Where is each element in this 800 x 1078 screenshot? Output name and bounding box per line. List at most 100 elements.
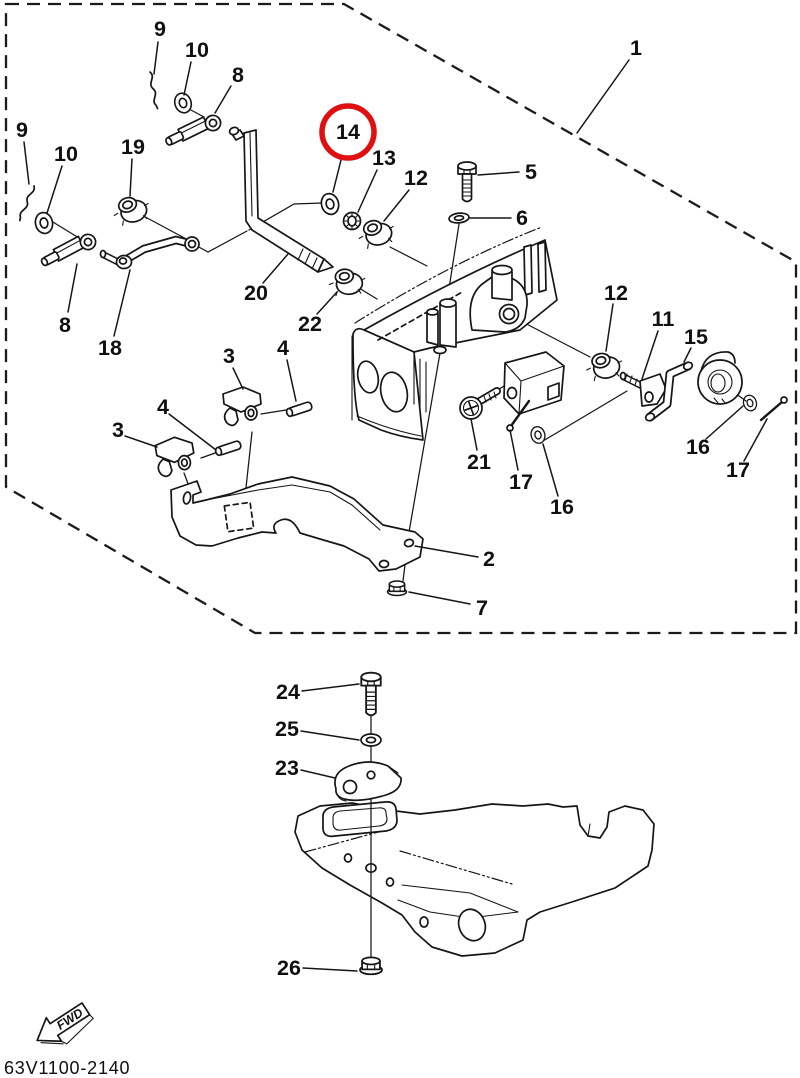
part-10-washer-left-drawing <box>32 210 56 236</box>
callout-leader-10 <box>46 165 63 214</box>
callout-leader-3 <box>124 435 158 448</box>
callout-label-24: 24 <box>276 680 300 704</box>
callout-leader-24 <box>301 683 360 692</box>
part-5-bolt-drawing <box>457 161 477 203</box>
upper-assembly <box>14 70 788 597</box>
part-18-lever-drawing <box>99 235 200 270</box>
callout-label-18: 18 <box>98 336 122 360</box>
part-23-clamp-drawing <box>334 761 402 802</box>
callout-leader-7 <box>408 591 471 605</box>
part-3-clamp-left-drawing <box>153 435 197 478</box>
part-9-cotter-left-drawing <box>14 185 40 222</box>
part-9-cotter-top-drawing <box>149 70 159 110</box>
callout-leader-12 <box>605 303 614 352</box>
part-13-starwasher-drawing <box>342 211 362 231</box>
callout-label-9: 9 <box>16 118 28 142</box>
part-8-link-left-drawing <box>38 230 97 271</box>
callout-label-4: 4 <box>277 336 289 360</box>
callout-label-17: 17 <box>509 470 533 494</box>
callout-leader-13 <box>357 169 378 213</box>
part-19-grommet-drawing <box>109 191 154 229</box>
callout-label-12: 12 <box>604 281 628 305</box>
callout-label-3: 3 <box>112 418 124 442</box>
callout-leader-4 <box>168 413 217 451</box>
callout-leader-18 <box>113 269 131 337</box>
callout-label-26: 26 <box>277 956 301 980</box>
callout-leader-12 <box>383 189 410 222</box>
callout-label-25: 25 <box>275 717 299 741</box>
part-4-pin-left-drawing <box>213 439 243 458</box>
highlight-ring-part-14 <box>319 103 377 161</box>
part-24-bolt-drawing <box>360 671 382 717</box>
cowling-body-drawing <box>351 226 558 441</box>
callout-leader-9 <box>153 41 159 75</box>
part-25-washer-drawing <box>360 733 382 747</box>
callout-label-20: 20 <box>244 281 268 305</box>
callout-leader-16 <box>705 405 744 440</box>
part-number-caption: 63V1100-2140 <box>4 1058 130 1078</box>
part-10-washer-top-drawing <box>171 90 195 116</box>
callout-label-1: 1 <box>630 36 642 60</box>
callout-leader-14 <box>332 155 343 193</box>
callout-label-4: 4 <box>157 395 169 419</box>
callout-leader-20 <box>262 253 289 284</box>
throttle-block-drawing <box>503 351 565 415</box>
callout-label-9: 9 <box>154 17 166 41</box>
part-20-lever-drawing <box>228 126 334 273</box>
callout-label-2: 2 <box>483 547 495 571</box>
part-7-nut-drawing <box>386 580 408 597</box>
callout-label-16: 16 <box>550 495 574 519</box>
callout-leader-8 <box>67 263 78 313</box>
part-6-washer-drawing <box>448 212 470 224</box>
callout-leader-17 <box>743 418 768 462</box>
part-2-bracket-drawing <box>170 476 424 572</box>
lower-assembly <box>294 671 655 976</box>
callout-leader-26 <box>302 967 358 972</box>
part-8-link-top-drawing <box>163 109 223 153</box>
mount-bracket-drawing <box>294 801 655 957</box>
part-1-boundary <box>4 2 798 635</box>
part-21-bolt-drawing <box>459 387 501 420</box>
part-4-pin-upper-drawing <box>284 400 314 419</box>
part-12-grommet-right-drawing <box>580 345 628 387</box>
callout-label-10: 10 <box>54 142 78 166</box>
callout-leader-23 <box>300 769 336 779</box>
callout-label-21: 21 <box>467 450 491 474</box>
callout-leader-16 <box>542 443 559 497</box>
callout-leader-21 <box>470 418 478 451</box>
callout-leader-11 <box>641 330 659 380</box>
callout-label-15: 15 <box>684 325 708 349</box>
callout-label-13: 13 <box>372 146 396 170</box>
part-17-pin-right-drawing <box>759 396 788 422</box>
callout-leader-17 <box>509 429 519 471</box>
callout-leader-19 <box>129 158 133 197</box>
part-12-grommet-left-drawing <box>354 214 399 252</box>
part-3-clamp-upper-drawing <box>222 386 262 427</box>
part-26-nut-drawing <box>359 956 383 976</box>
part-14-washer-drawing <box>318 190 342 218</box>
callout-label-10: 10 <box>185 38 209 62</box>
callout-label-7: 7 <box>476 596 488 620</box>
part-16-washer-left-drawing <box>528 424 548 446</box>
callout-label-12: 12 <box>404 166 428 190</box>
part-15-link-drawing <box>644 361 694 422</box>
callout-label-22: 22 <box>298 312 322 336</box>
callout-label-19: 19 <box>121 135 145 159</box>
callout-label-11: 11 <box>652 307 675 331</box>
control-unit-drawing <box>697 351 747 405</box>
callout-leader-2 <box>414 545 479 558</box>
callout-label-23: 23 <box>275 756 299 780</box>
callout-label-3: 3 <box>223 344 235 368</box>
callout-leader-9 <box>23 141 30 185</box>
callout-label-8: 8 <box>59 313 71 337</box>
part-11-lever-drawing <box>619 371 667 407</box>
callout-leader-1 <box>576 59 630 134</box>
callout-leader-15 <box>683 347 692 363</box>
fwd-arrow: FWD <box>36 1002 94 1045</box>
callout-leader-5 <box>477 171 520 176</box>
part-16-washer-right-drawing <box>740 392 760 414</box>
callout-label-6: 6 <box>516 206 528 230</box>
